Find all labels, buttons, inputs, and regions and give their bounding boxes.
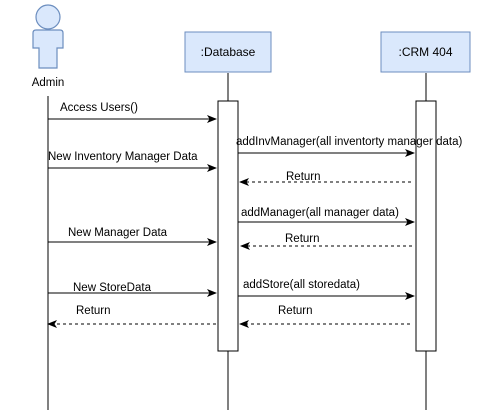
admin-actor-icon bbox=[32, 4, 64, 69]
message-label: Access Users() bbox=[60, 102, 138, 114]
message-label: Return bbox=[286, 171, 321, 183]
crm-participant: :CRM 404 bbox=[380, 31, 471, 73]
message-label: New StoreData bbox=[73, 282, 152, 294]
message-label: addManager(all manager data) bbox=[241, 207, 399, 219]
database-participant: :Database bbox=[184, 31, 272, 73]
crm-activation-bar bbox=[415, 100, 437, 352]
database-activation-bar bbox=[217, 100, 239, 352]
database-title: :Database bbox=[201, 45, 256, 59]
message-label: addInvManager(all inventorty manager dat… bbox=[236, 136, 462, 148]
message-label: New Manager Data bbox=[68, 227, 168, 239]
message-label: New Inventory Manager Data bbox=[48, 151, 198, 163]
message-label: Return bbox=[285, 233, 320, 245]
message-label: Return bbox=[278, 305, 313, 317]
message-label: Return bbox=[76, 305, 111, 317]
admin-label: Admin bbox=[32, 77, 65, 89]
crm-title: :CRM 404 bbox=[398, 45, 452, 59]
message-label: addStore(all storedata) bbox=[243, 279, 360, 291]
